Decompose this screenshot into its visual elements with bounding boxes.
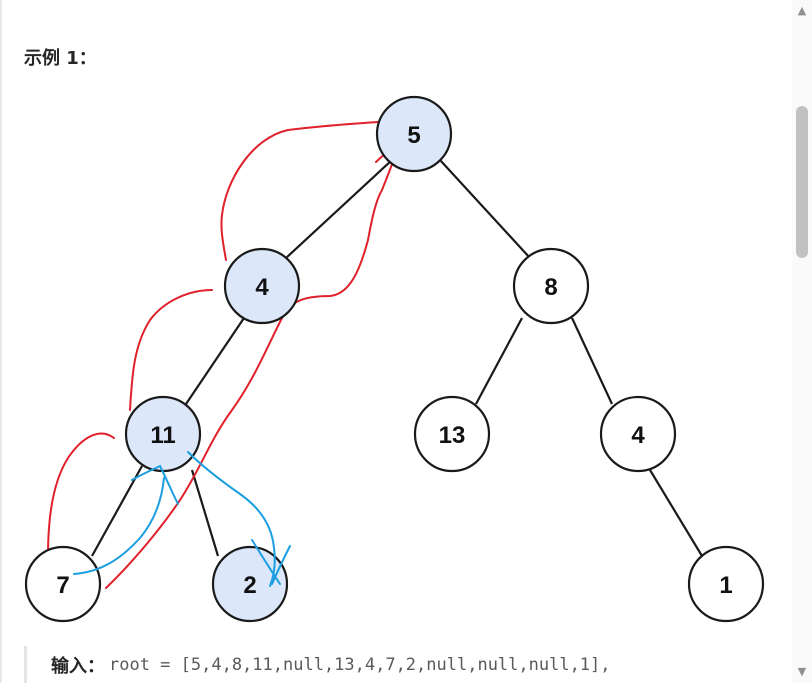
- blue-stroke-path: [251, 539, 281, 585]
- edge-11-7: [91, 465, 143, 557]
- node-label-11: 11: [150, 422, 175, 449]
- content-border: [0, 0, 2, 683]
- scroll-down-icon[interactable]: ▼: [797, 665, 807, 678]
- node-label-13: 13: [439, 422, 466, 449]
- tree-edges: [91, 159, 703, 557]
- red-stroke-path: [129, 289, 213, 411]
- scroll-up-icon[interactable]: ▲: [797, 4, 807, 17]
- edge-5-4: [285, 159, 393, 259]
- tree-node-5: [375, 95, 453, 173]
- tree-node-7: [24, 545, 102, 623]
- node-label-2: 2: [243, 572, 256, 599]
- node-label-4b: 4: [631, 422, 645, 449]
- blue-annotation-strokes: [73, 451, 291, 587]
- edge-5-8: [439, 159, 531, 259]
- tree-node-labels: 5 4 8 11 13 4 7 2 1: [56, 122, 732, 599]
- tree-node-4: [223, 247, 301, 325]
- tree-node-13: [413, 395, 491, 473]
- red-stroke-path: [47, 432, 115, 556]
- tree-nodes: [24, 95, 765, 623]
- tree-node-4b: [599, 395, 677, 473]
- blue-stroke-path: [131, 464, 179, 505]
- edge-4-11: [185, 317, 245, 405]
- scrollbar-thumb[interactable]: [796, 106, 808, 258]
- node-label-8: 8: [544, 274, 557, 301]
- node-label-1: 1: [719, 572, 732, 599]
- red-annotation-strokes: [47, 121, 411, 589]
- tree-node-8: [512, 247, 590, 325]
- input-value: root = [5,4,8,11,null,13,4,7,2,null,null…: [109, 654, 611, 675]
- input-label: 输入：: [51, 655, 105, 677]
- binary-tree-diagram: 5 4 8 11 13 4 7 2 1: [24, 95, 765, 623]
- node-label-7: 7: [56, 572, 69, 599]
- example-input: 输入： root = [5,4,8,11,null,13,4,7,2,null,…: [24, 646, 784, 683]
- edge-11-2: [190, 469, 220, 557]
- blue-stroke-path: [73, 477, 165, 575]
- red-stroke-path: [220, 121, 379, 261]
- blue-stroke-path: [271, 545, 291, 585]
- blue-stroke-path: [187, 451, 276, 587]
- edge-4b-1: [649, 469, 703, 557]
- red-stroke-path: [105, 134, 403, 589]
- edge-8-4b: [571, 317, 613, 405]
- example-title: 示例 1：: [24, 48, 97, 69]
- node-label-4: 4: [255, 274, 269, 301]
- node-label-5: 5: [407, 122, 420, 149]
- tree-node-1: [687, 545, 765, 623]
- vertical-scrollbar[interactable]: ▲ ▼: [792, 0, 812, 683]
- edge-8-13: [475, 317, 523, 405]
